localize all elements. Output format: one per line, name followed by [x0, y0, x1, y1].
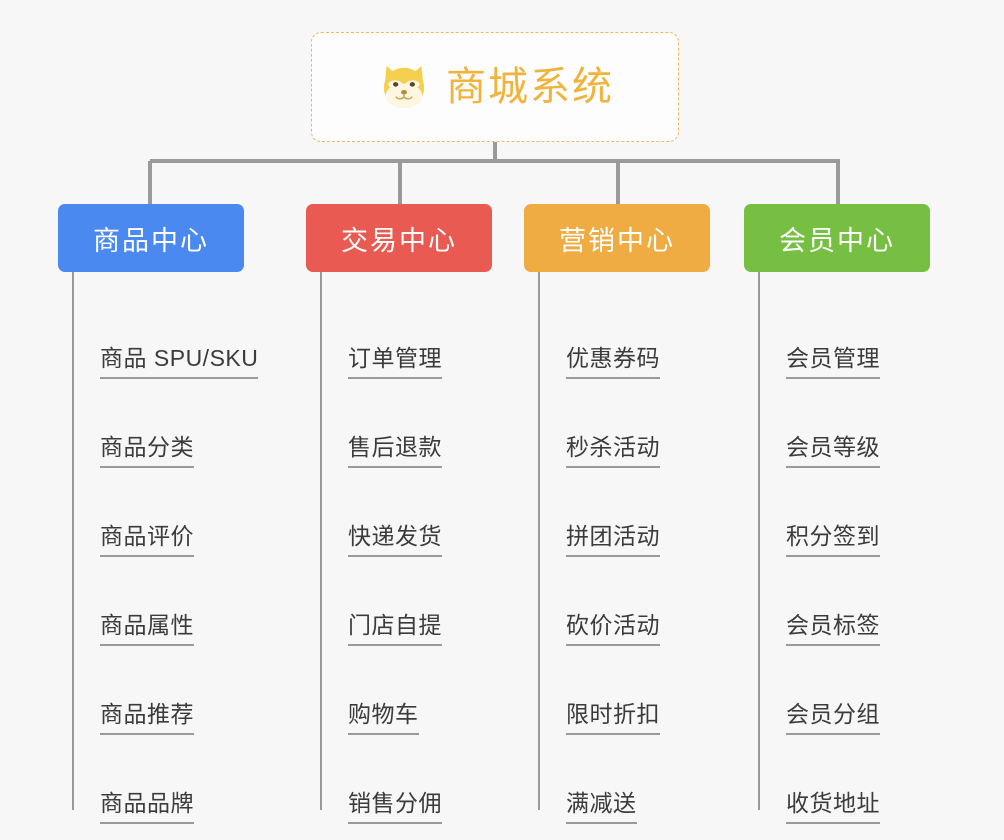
- list-item-label: 商品评价: [100, 525, 194, 557]
- root-title: 商城系统: [446, 65, 614, 109]
- list-item[interactable]: 秒杀活动: [524, 379, 740, 468]
- list-item-label: 商品 SPU/SKU: [100, 347, 259, 379]
- category-column-3: 会员中心 会员管理 会员等级 积分签到 会员标签 会员分组 收货地址: [744, 204, 960, 824]
- list-item-label: 销售分佣: [348, 792, 442, 824]
- list-item-label: 商品推荐: [100, 703, 194, 735]
- category-column-2: 营销中心 优惠券码 秒杀活动 拼团活动 砍价活动 限时折扣 满减送: [524, 204, 740, 824]
- list-item-label: 优惠券码: [566, 347, 660, 379]
- list-item[interactable]: 快递发货: [306, 468, 522, 557]
- item-rail: [72, 272, 74, 810]
- list-item-label: 收货地址: [786, 792, 880, 824]
- list-item[interactable]: 砍价活动: [524, 557, 740, 646]
- list-item[interactable]: 订单管理: [306, 290, 522, 379]
- list-item[interactable]: 商品品牌: [58, 735, 304, 824]
- category-items-3: 会员管理 会员等级 积分签到 会员标签 会员分组 收货地址: [744, 272, 960, 824]
- list-item[interactable]: 销售分佣: [306, 735, 522, 824]
- list-item[interactable]: 会员等级: [744, 379, 960, 468]
- list-item-label: 限时折扣: [566, 703, 660, 735]
- category-header-label: 营销中心: [559, 225, 675, 256]
- shiba-dog-face-icon: [383, 66, 425, 109]
- category-items-0: 商品 SPU/SKU 商品分类 商品评价 商品属性 商品推荐 商品品牌: [58, 272, 304, 824]
- list-item-label: 砍价活动: [566, 614, 660, 646]
- list-item-label: 售后退款: [348, 436, 442, 468]
- category-column-1: 交易中心 订单管理 售后退款 快递发货 门店自提 购物车 销售分佣: [306, 204, 522, 824]
- list-item[interactable]: 购物车: [306, 646, 522, 735]
- list-item-label: 快递发货: [348, 525, 442, 557]
- list-item[interactable]: 会员标签: [744, 557, 960, 646]
- list-item-label: 商品品牌: [100, 792, 194, 824]
- category-column-0: 商品中心 商品 SPU/SKU 商品分类 商品评价 商品属性 商品推荐 商品品牌: [58, 204, 304, 824]
- list-item-label: 商品属性: [100, 614, 194, 646]
- category-header-3[interactable]: 会员中心: [744, 204, 930, 272]
- list-item-label: 积分签到: [786, 525, 880, 557]
- list-item-label: 会员等级: [786, 436, 880, 468]
- list-item-label: 会员管理: [786, 347, 880, 379]
- list-item[interactable]: 限时折扣: [524, 646, 740, 735]
- category-header-label: 商品中心: [93, 225, 209, 256]
- item-rail: [758, 272, 760, 810]
- category-header-1[interactable]: 交易中心: [306, 204, 492, 272]
- list-item[interactable]: 会员管理: [744, 290, 960, 379]
- list-item[interactable]: 会员分组: [744, 646, 960, 735]
- item-rail: [538, 272, 540, 810]
- list-item-label: 秒杀活动: [566, 436, 660, 468]
- list-item-label: 门店自提: [348, 614, 442, 646]
- category-header-label: 会员中心: [779, 225, 895, 256]
- list-item[interactable]: 积分签到: [744, 468, 960, 557]
- list-item[interactable]: 售后退款: [306, 379, 522, 468]
- list-item[interactable]: 商品推荐: [58, 646, 304, 735]
- category-header-label: 交易中心: [341, 225, 457, 256]
- root-node[interactable]: 商城系统: [311, 32, 679, 142]
- list-item[interactable]: 商品评价: [58, 468, 304, 557]
- category-items-2: 优惠券码 秒杀活动 拼团活动 砍价活动 限时折扣 满减送: [524, 272, 740, 824]
- list-item[interactable]: 商品分类: [58, 379, 304, 468]
- list-item-label: 满减送: [566, 792, 637, 824]
- item-rail: [320, 272, 322, 810]
- category-items-1: 订单管理 售后退款 快递发货 门店自提 购物车 销售分佣: [306, 272, 522, 824]
- list-item-label: 商品分类: [100, 436, 194, 468]
- list-item[interactable]: 优惠券码: [524, 290, 740, 379]
- list-item[interactable]: 商品 SPU/SKU: [58, 290, 304, 379]
- list-item-label: 订单管理: [348, 347, 442, 379]
- list-item-label: 会员标签: [786, 614, 880, 646]
- list-item[interactable]: 门店自提: [306, 557, 522, 646]
- list-item[interactable]: 拼团活动: [524, 468, 740, 557]
- list-item[interactable]: 商品属性: [58, 557, 304, 646]
- category-header-2[interactable]: 营销中心: [524, 204, 710, 272]
- category-header-0[interactable]: 商品中心: [58, 204, 244, 272]
- list-item[interactable]: 收货地址: [744, 735, 960, 824]
- list-item[interactable]: 满减送: [524, 735, 740, 824]
- list-item-label: 购物车: [348, 703, 419, 735]
- list-item-label: 会员分组: [786, 703, 880, 735]
- list-item-label: 拼团活动: [566, 525, 660, 557]
